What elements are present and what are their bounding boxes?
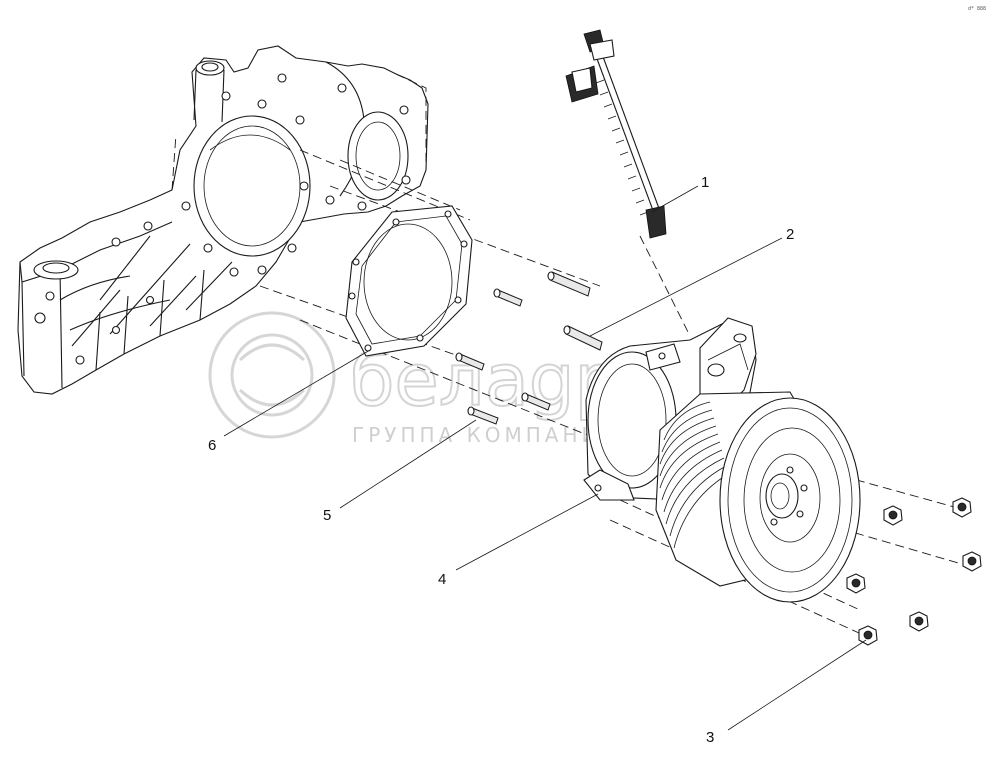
nut: [858, 625, 878, 646]
nut: [846, 573, 866, 594]
corner-code: d* 888: [968, 6, 986, 12]
callout-label-3: 3: [706, 729, 714, 746]
stud: [521, 392, 551, 411]
callout-label-2: 2: [786, 226, 794, 243]
stud: [563, 325, 603, 351]
timing-gear-housing: [17, 45, 429, 395]
stud: [493, 288, 523, 307]
callout-label-6: 6: [208, 437, 216, 454]
watermark: белаgро ГРУППА КОМПАНИЙ: [208, 311, 665, 447]
gasket: [345, 205, 473, 357]
watermark-logo-icon: [208, 311, 336, 439]
callout-label-4: 4: [438, 571, 446, 588]
nut: [883, 505, 903, 526]
callout-label-1: 1: [701, 174, 709, 191]
stud: [455, 352, 485, 371]
nut: [952, 497, 972, 518]
water-pump: [583, 317, 861, 603]
stud: [467, 406, 499, 425]
nut: [962, 551, 982, 572]
nuts: [846, 497, 982, 646]
long-bolt: [565, 29, 667, 239]
studs: [455, 271, 603, 425]
callout-label-5: 5: [323, 507, 331, 524]
watermark-subtitle: ГРУППА КОМПАНИЙ: [352, 423, 619, 447]
callout-labels: 1 2 3 4 5 6: [208, 174, 794, 746]
nut: [909, 611, 929, 632]
leader-lines: [223, 185, 867, 731]
stud: [547, 271, 591, 297]
